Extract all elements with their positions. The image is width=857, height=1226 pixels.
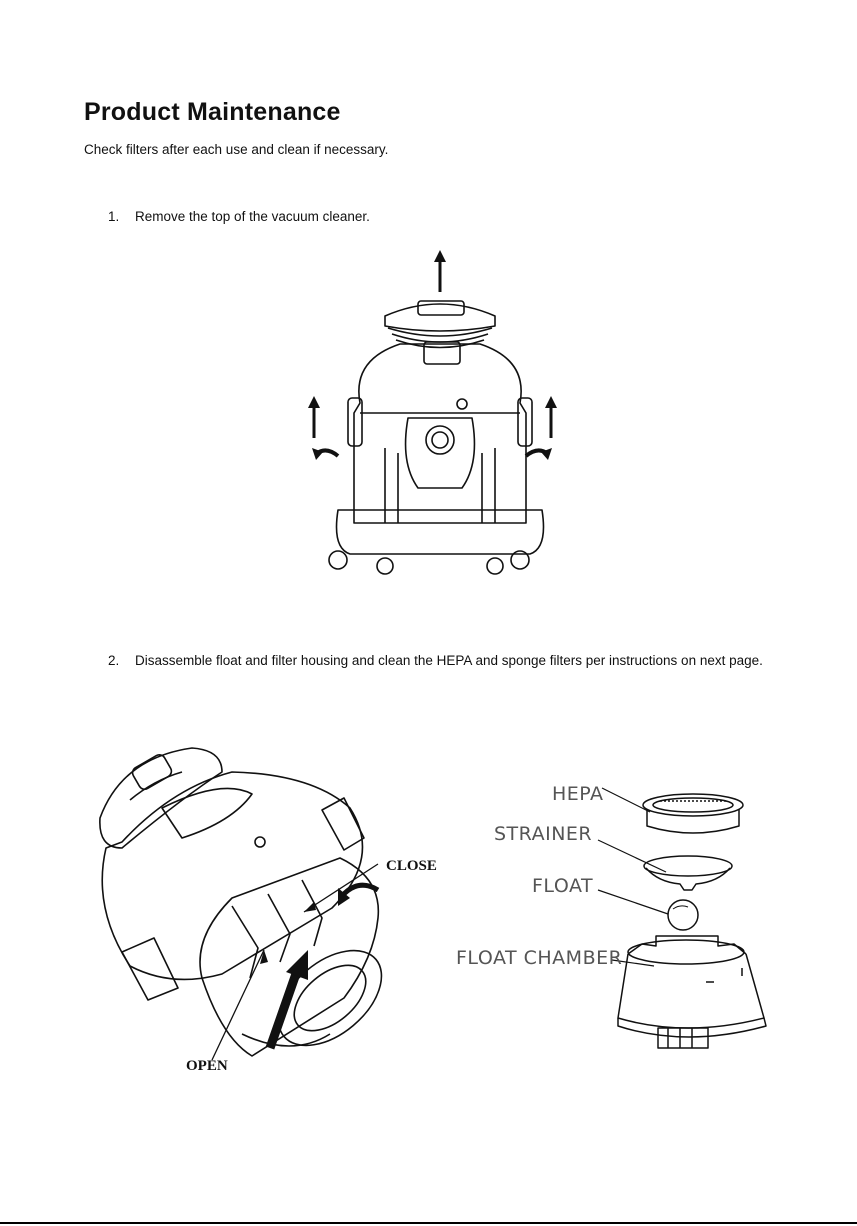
tilted-top-body xyxy=(102,772,362,979)
float-chamber xyxy=(618,936,766,1048)
lid-top xyxy=(385,304,495,331)
step-number: 2. xyxy=(108,650,119,672)
close-label: CLOSE xyxy=(386,858,437,874)
step-number: 1. xyxy=(108,206,119,228)
float-chamber-label: FLOAT CHAMBER xyxy=(456,947,622,969)
figure-filter-housing-rotation: CLOSE OPEN xyxy=(82,738,442,1076)
hepa-label: HEPA xyxy=(552,783,604,805)
figure-vacuum-top-removal xyxy=(290,248,560,588)
hepa-filter xyxy=(643,794,743,833)
strainer xyxy=(644,856,732,890)
step-text: Disassemble float and filter housing and… xyxy=(135,650,785,672)
up-arrow-icon xyxy=(308,396,320,438)
curved-rotate-arrow-icon xyxy=(338,885,378,906)
step-text: Remove the top of the vacuum cleaner. xyxy=(135,206,785,228)
float-ball xyxy=(668,900,698,930)
intro-text: Check filters after each use and clean i… xyxy=(84,142,388,157)
vacuum-base xyxy=(337,510,544,554)
vacuum-body xyxy=(354,344,526,523)
open-label: OPEN xyxy=(186,1058,228,1074)
up-arrow-icon xyxy=(434,250,446,292)
figure-float-assembly-exploded: HEPA STRAINER FLOAT FLOAT CHAMBER xyxy=(452,776,782,1056)
float-label: FLOAT xyxy=(532,875,593,897)
page-title: Product Maintenance xyxy=(84,98,341,127)
curved-rotate-arrow-icon xyxy=(312,448,338,460)
up-arrow-icon xyxy=(545,396,557,438)
bottom-rule xyxy=(0,1222,857,1224)
curved-rotate-arrow-icon xyxy=(526,448,552,460)
strainer-label: STRAINER xyxy=(494,823,592,845)
